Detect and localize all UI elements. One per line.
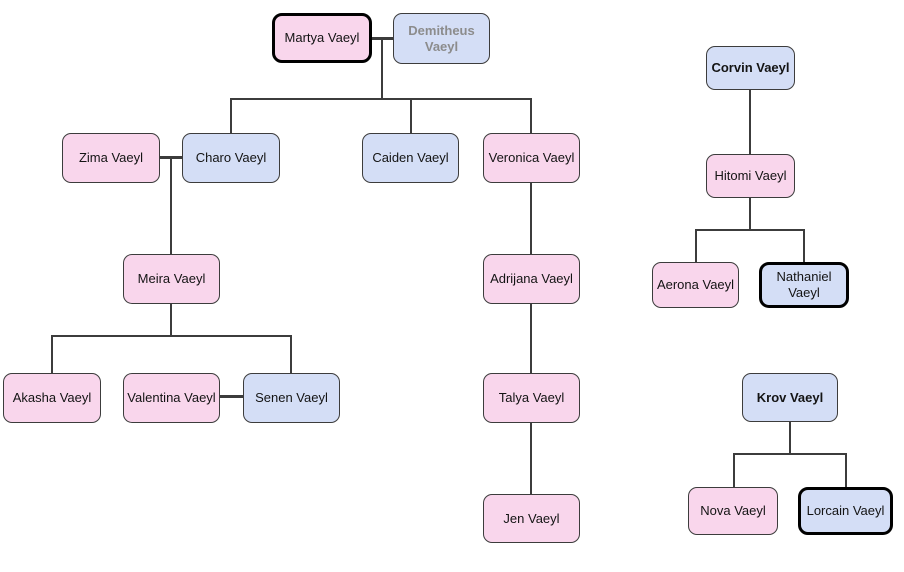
edge-sibling-bar-krov	[733, 453, 847, 455]
edge-sibling-bar-gen2	[230, 98, 532, 100]
edge-drop-hitomi-children	[749, 198, 751, 231]
person-node-talya-vaeyl[interactable]: Talya Vaeyl	[483, 373, 580, 423]
edge-drop-akasha	[51, 336, 53, 374]
edge-marriage-valentina-senen	[220, 395, 243, 398]
edge-drop-veronica	[530, 99, 532, 134]
person-node-aerona-vaeyl[interactable]: Aerona Vaeyl	[652, 262, 739, 308]
person-node-nathaniel-vaeyl[interactable]: Nathaniel Vaeyl	[759, 262, 849, 308]
edge-drop-meira	[170, 158, 172, 254]
edge-sibling-bar-hitomi	[695, 229, 805, 231]
edge-sibling-bar-meira	[51, 335, 292, 337]
edge-drop-krov-children	[789, 421, 791, 455]
edge-drop-martya-children	[381, 38, 383, 99]
edge-drop-hitomi	[749, 90, 751, 154]
edge-marriage-zima-charo	[160, 156, 182, 159]
edge-drop-adrijana	[530, 183, 532, 255]
edge-drop-lorcain	[845, 454, 847, 488]
edge-drop-talya	[530, 304, 532, 374]
person-node-demitheus-vaeyl[interactable]: Demitheus Vaeyl	[393, 13, 490, 64]
person-node-charo-vaeyl[interactable]: Charo Vaeyl	[182, 133, 280, 183]
edge-drop-nova	[733, 454, 735, 488]
edge-drop-senen	[290, 336, 292, 374]
edge-drop-aerona	[695, 230, 697, 262]
person-node-senen-vaeyl[interactable]: Senen Vaeyl	[243, 373, 340, 423]
person-node-hitomi-vaeyl[interactable]: Hitomi Vaeyl	[706, 154, 795, 198]
edge-drop-jen	[530, 423, 532, 495]
person-node-akasha-vaeyl[interactable]: Akasha Vaeyl	[3, 373, 101, 423]
person-node-caiden-vaeyl[interactable]: Caiden Vaeyl	[362, 133, 459, 183]
edge-drop-meira-children	[170, 304, 172, 337]
person-node-martya-vaeyl[interactable]: Martya Vaeyl	[272, 13, 372, 63]
person-node-corvin-vaeyl[interactable]: Corvin Vaeyl	[706, 46, 795, 90]
person-node-adrijana-vaeyl[interactable]: Adrijana Vaeyl	[483, 254, 580, 304]
person-node-jen-vaeyl[interactable]: Jen Vaeyl	[483, 494, 580, 543]
person-node-veronica-vaeyl[interactable]: Veronica Vaeyl	[483, 133, 580, 183]
edge-drop-nathaniel	[803, 230, 805, 262]
person-node-nova-vaeyl[interactable]: Nova Vaeyl	[688, 487, 778, 535]
person-node-valentina-vaeyl[interactable]: Valentina Vaeyl	[123, 373, 220, 423]
edge-drop-charo	[230, 99, 232, 134]
edge-drop-caiden	[410, 99, 412, 134]
person-node-meira-vaeyl[interactable]: Meira Vaeyl	[123, 254, 220, 304]
person-node-krov-vaeyl[interactable]: Krov Vaeyl	[742, 373, 838, 422]
person-node-lorcain-vaeyl[interactable]: Lorcain Vaeyl	[798, 487, 893, 535]
person-node-zima-vaeyl[interactable]: Zima Vaeyl	[62, 133, 160, 183]
